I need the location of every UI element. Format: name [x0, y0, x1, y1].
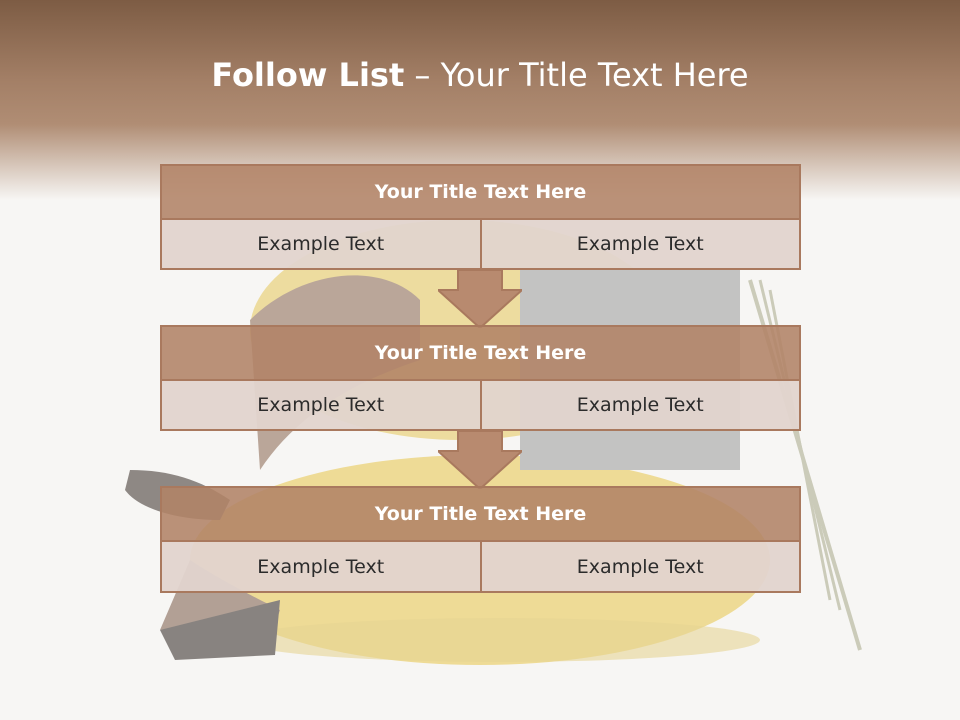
panel-1: Your Title Text Here Example Text Exampl… — [160, 164, 801, 270]
panel-3-title: Your Title Text Here — [160, 486, 801, 542]
panel-2-left-cell: Example Text — [160, 381, 482, 431]
down-arrow-icon — [438, 431, 522, 489]
panel-1-title: Your Title Text Here — [160, 164, 801, 220]
panel-3-left-cell: Example Text — [160, 542, 482, 593]
slide-title-rest: – Your Title Text Here — [414, 56, 749, 94]
slide-title: Follow List – Your Title Text Here — [0, 56, 960, 94]
panel-1-left-cell: Example Text — [160, 220, 482, 270]
panel-2-title: Your Title Text Here — [160, 325, 801, 381]
panel-1-right-cell: Example Text — [481, 220, 801, 270]
panel-3-right-cell: Example Text — [481, 542, 801, 593]
down-arrow-icon — [438, 270, 522, 328]
panel-2: Your Title Text Here Example Text Exampl… — [160, 325, 801, 431]
slide-title-bold: Follow List — [211, 56, 405, 94]
panel-2-right-cell: Example Text — [481, 381, 801, 431]
panel-3: Your Title Text Here Example Text Exampl… — [160, 486, 801, 593]
panel-2-row: Example Text Example Text — [160, 381, 801, 431]
panel-1-row: Example Text Example Text — [160, 220, 801, 270]
panel-3-row: Example Text Example Text — [160, 542, 801, 593]
